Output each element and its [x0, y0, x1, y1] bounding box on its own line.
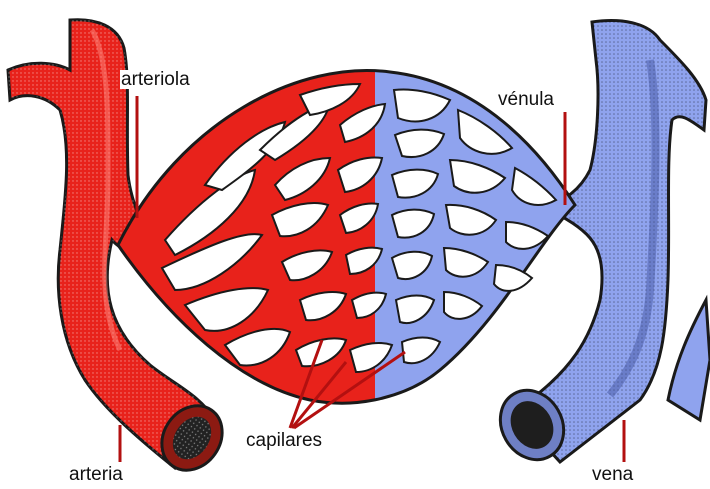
label-vena: vena [591, 465, 634, 484]
label-capilares: capilares [245, 431, 323, 450]
label-arteria: arteria [68, 465, 124, 484]
label-venula: vénula [497, 90, 555, 109]
capillary-bed [118, 70, 575, 403]
label-arteriola: arteriola [120, 70, 191, 89]
